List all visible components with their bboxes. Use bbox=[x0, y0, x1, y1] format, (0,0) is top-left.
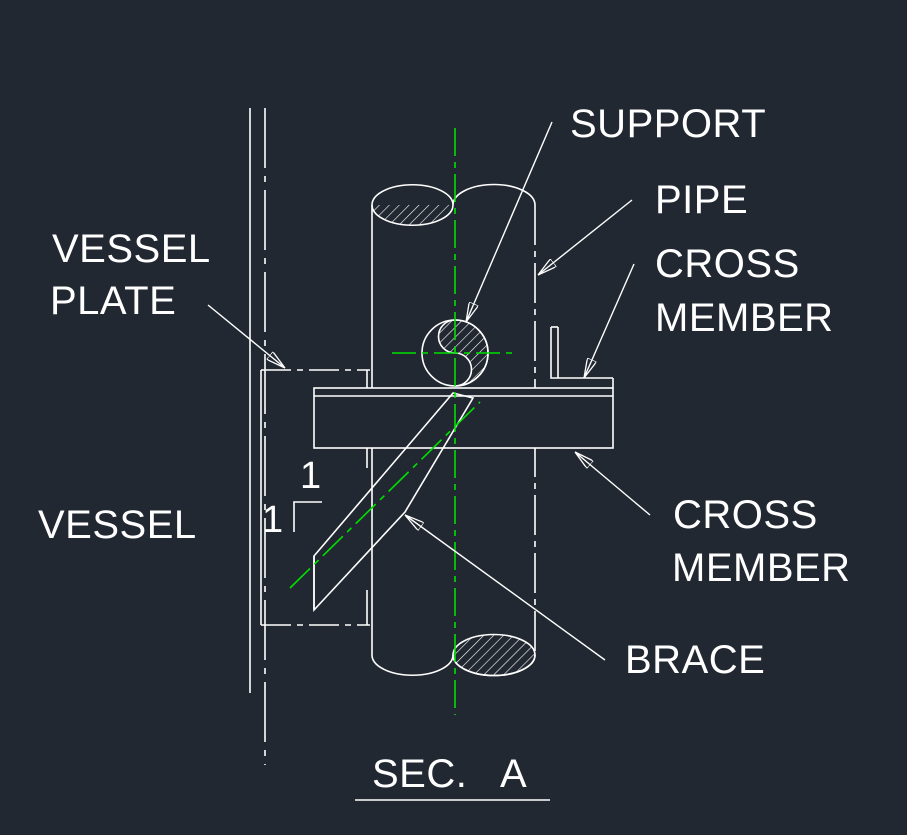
cross-member-angle bbox=[550, 326, 614, 388]
vessel-plate bbox=[260, 369, 370, 626]
section-title: SEC. A bbox=[372, 752, 528, 796]
label-vessel-plate-line2: PLATE bbox=[50, 279, 177, 323]
label-brace: BRACE bbox=[625, 638, 766, 682]
label-cross-member-top-line2: MEMBER bbox=[655, 296, 834, 340]
brace bbox=[313, 392, 475, 613]
pipe bbox=[371, 183, 536, 677]
label-pipe: PIPE bbox=[655, 178, 749, 222]
label-vessel: VESSEL bbox=[38, 503, 197, 547]
label-slope-run: 1 bbox=[262, 499, 284, 541]
vessel-wall bbox=[249, 108, 266, 765]
centerlines bbox=[289, 128, 518, 715]
label-slope-rise: 1 bbox=[300, 455, 322, 497]
label-cross-member-bottom-line2: MEMBER bbox=[672, 546, 851, 590]
label-support: SUPPORT bbox=[570, 102, 767, 146]
label-cross-member-top-line1: CROSS bbox=[655, 242, 800, 286]
slope-symbol bbox=[293, 501, 322, 532]
leaders bbox=[207, 121, 651, 661]
label-vessel-plate-line1: VESSEL bbox=[52, 227, 211, 271]
label-cross-member-bottom-line1: CROSS bbox=[673, 493, 818, 537]
